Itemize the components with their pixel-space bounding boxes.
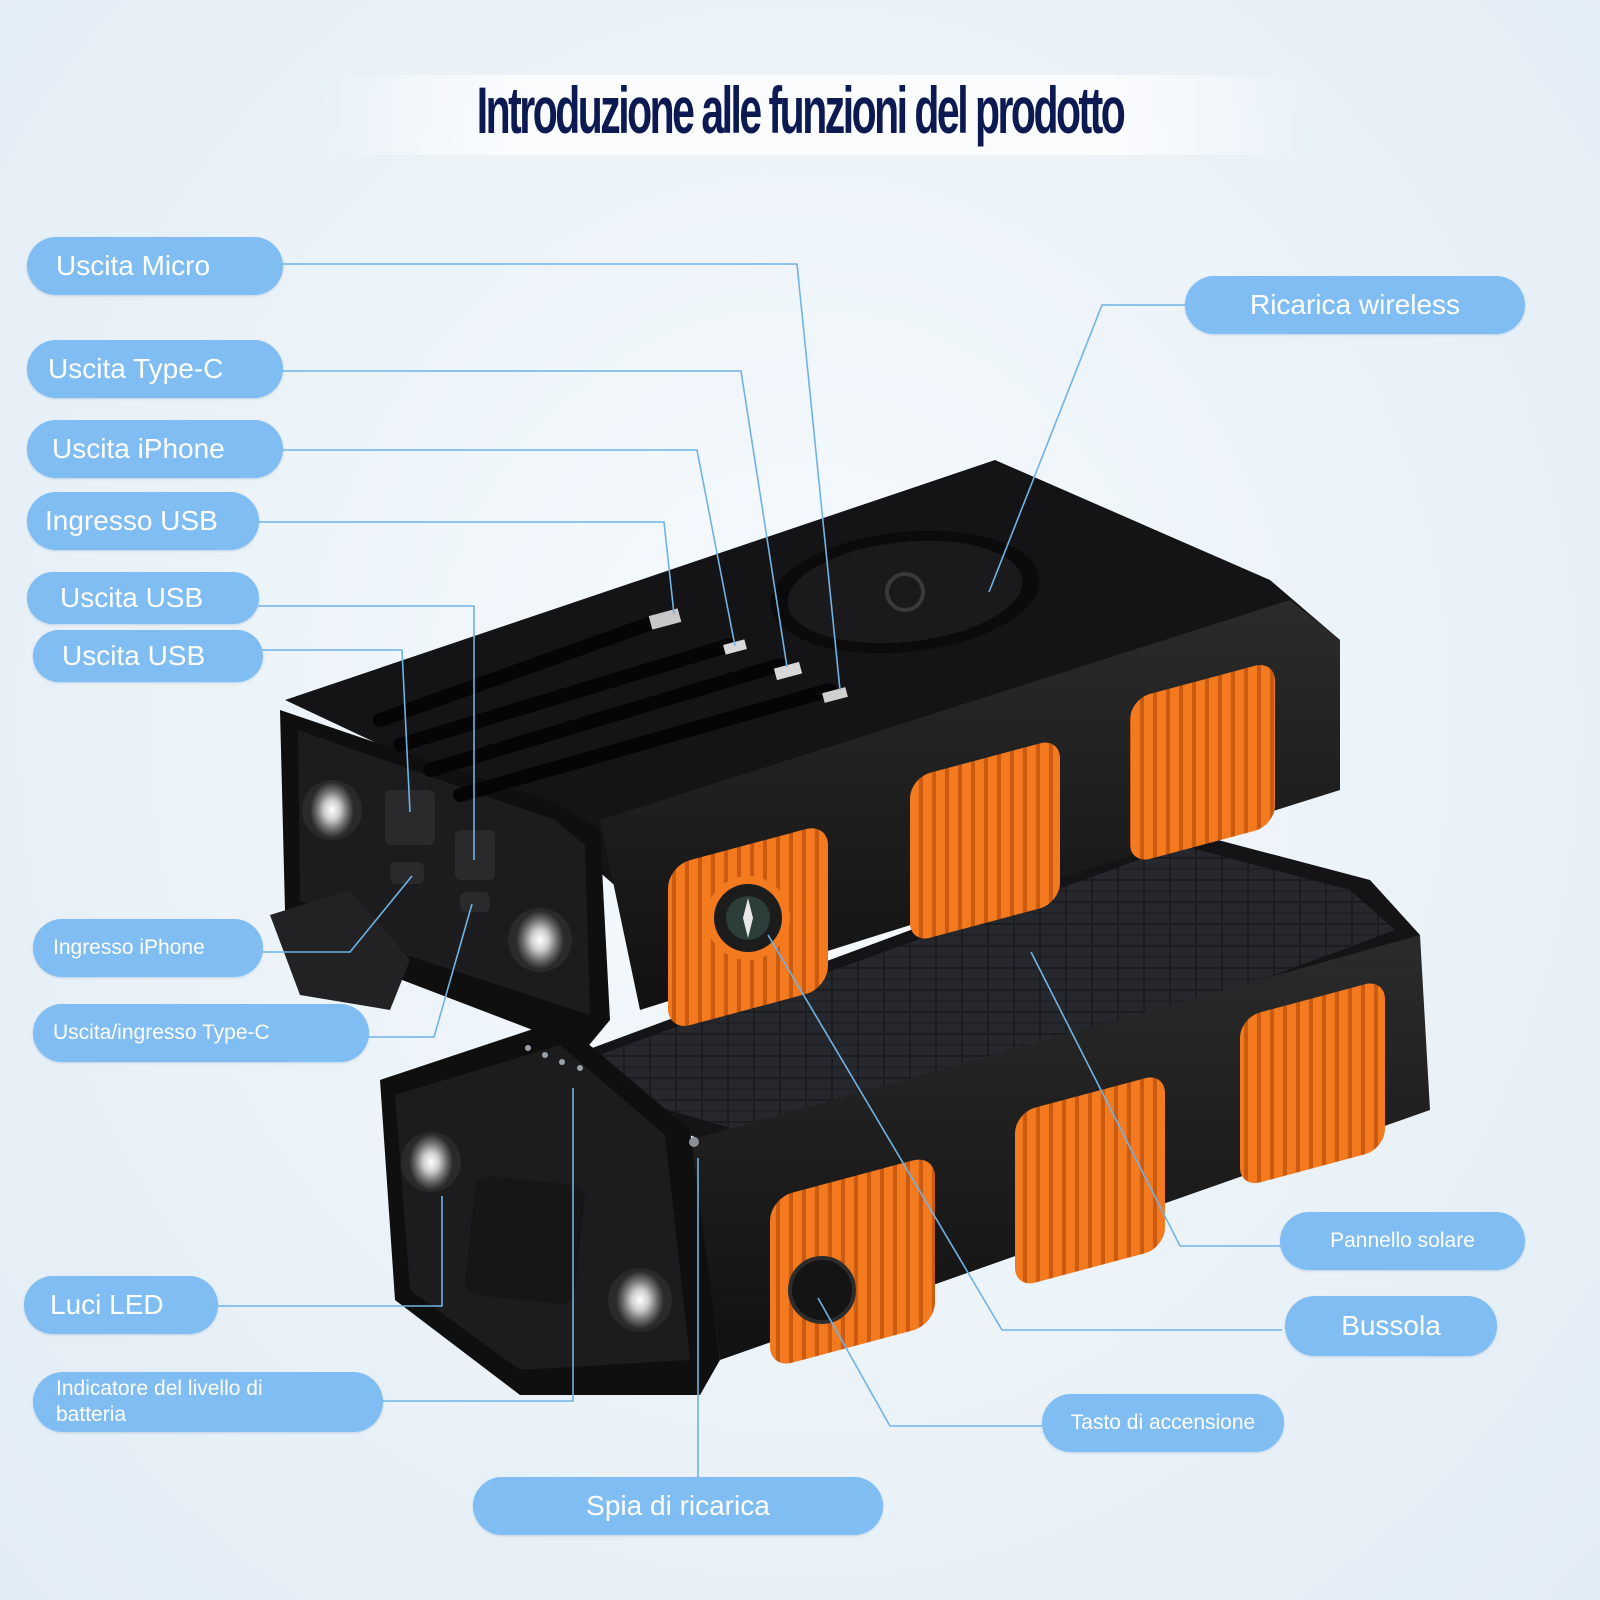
callout-indicatore-batteria: Indicatore del livello di batteria — [33, 1372, 383, 1432]
title-band — [320, 75, 1310, 155]
cable-connector-iphone — [723, 639, 747, 655]
compass-needle — [743, 898, 753, 938]
leader-pannello-solare — [1030, 951, 1282, 1247]
callout-pannello-solare: Pannello solare — [1280, 1212, 1525, 1270]
leader-uscita-usb-2 — [262, 649, 411, 813]
callout-uscita-usb-2: Uscita USB — [33, 630, 263, 682]
battery-dot-3 — [559, 1059, 565, 1065]
leader-lines — [216, 263, 1282, 1477]
usb-port-1 — [385, 790, 435, 845]
iphone-port — [390, 862, 424, 884]
callout-uscita-ingresso-type-c: Uscita/ingresso Type-C — [33, 1004, 369, 1062]
usb-port-2 — [455, 830, 495, 880]
type-c-port — [460, 892, 490, 912]
callout-ingresso-iphone: Ingresso iPhone — [33, 919, 263, 977]
battery-dot-2 — [542, 1052, 548, 1058]
leader-ingresso-usb — [258, 521, 675, 615]
wireless-pad-inner — [787, 540, 1023, 644]
orange-grip-lower-2 — [1015, 1077, 1165, 1284]
page-title: Introduzione alle funzioni del prodotto — [476, 73, 1126, 147]
power-button — [788, 1256, 856, 1324]
leader-uscita-usb-1 — [258, 605, 475, 860]
led-light-icon — [616, 1271, 664, 1329]
cable-stand — [270, 890, 410, 1010]
upper-top-face — [285, 460, 1340, 890]
callout-ricarica-wireless: Ricarica wireless — [1185, 276, 1525, 334]
leader-bussola — [767, 934, 1282, 1331]
upper-power-bank — [270, 460, 1340, 1050]
led-light-icon — [516, 911, 564, 969]
cable-connector-micro — [822, 687, 848, 703]
leader-ingresso-iphone — [262, 875, 413, 953]
leader-uscita-micro — [282, 263, 841, 691]
leader-indicatore-batteria — [382, 1088, 574, 1402]
orange-grip-upper-3 — [1130, 665, 1275, 860]
callout-ingresso-usb: Ingresso USB — [27, 492, 259, 550]
leader-tasto-accensione — [817, 1297, 1042, 1427]
leader-uscita-type-c — [282, 370, 788, 668]
battery-dot-4 — [577, 1065, 583, 1071]
battery-dot-1 — [525, 1045, 531, 1051]
leader-uscita-iphone — [282, 449, 736, 647]
port-cover-flap — [465, 1175, 585, 1305]
callout-uscita-micro: Uscita Micro — [27, 237, 283, 295]
lower-power-bank — [380, 830, 1430, 1395]
callout-luci-led: Luci LED — [24, 1276, 218, 1334]
led-light-icon — [409, 1134, 453, 1190]
integrated-cables — [373, 613, 837, 802]
callout-uscita-type-c: Uscita Type-C — [27, 340, 283, 398]
callout-bussola: Bussola — [1285, 1296, 1497, 1356]
wireless-charge-icon — [885, 572, 925, 612]
charge-indicator-icon — [689, 1137, 699, 1147]
solar-cells — [585, 845, 1395, 1150]
callout-uscita-iphone: Uscita iPhone — [27, 420, 283, 478]
cable-connector-usb — [648, 608, 682, 630]
leader-ricarica-wireless — [988, 304, 1185, 593]
cable-connector-type-c — [773, 661, 803, 681]
callout-spia-ricarica: Spia di ricarica — [473, 1477, 883, 1535]
led-light-icon — [310, 782, 354, 838]
callout-uscita-usb-1: Uscita USB — [27, 572, 259, 624]
orange-grip-upper-2 — [910, 742, 1060, 939]
leader-luci-led — [216, 1196, 443, 1307]
orange-grip-lower-3 — [1240, 983, 1385, 1184]
leader-uscita-ingresso-type-c — [368, 903, 473, 1038]
callout-tasto-accensione: Tasto di accensione — [1042, 1394, 1284, 1452]
